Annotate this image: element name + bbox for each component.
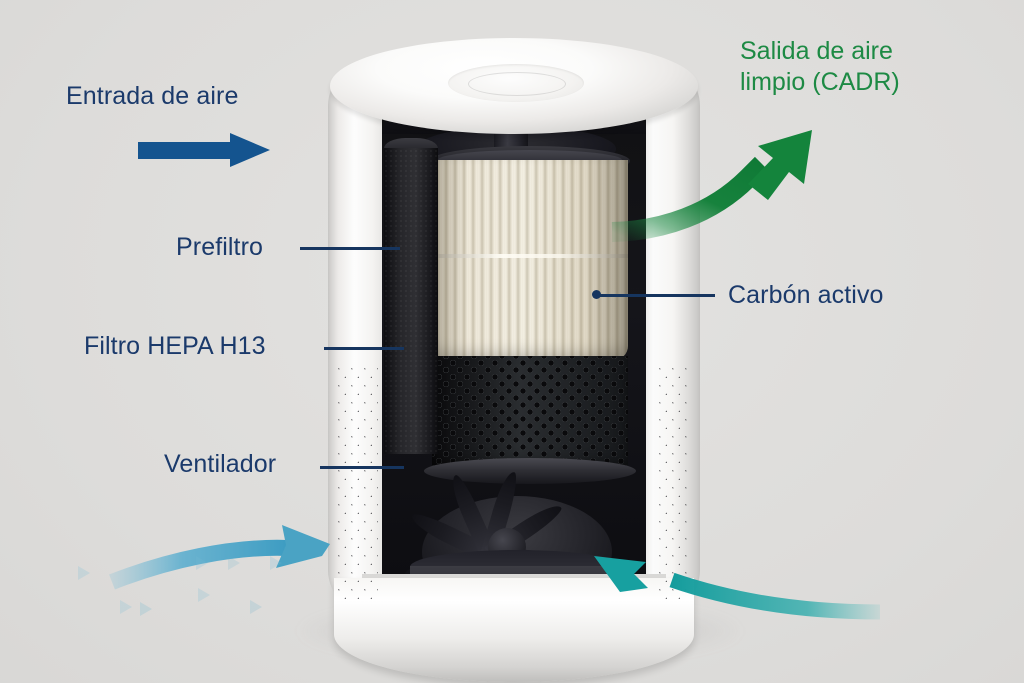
prefilter-layer [384,148,438,454]
label-air-inlet: Entrada de aire [66,82,239,110]
particle-triangle [198,588,210,602]
leader-line-fan [320,466,404,469]
particle-triangle [196,556,208,570]
leader-line-prefilter [300,247,400,250]
label-clean-air-outlet: Salida de aire limpio (CADR) [740,36,900,97]
particle-triangle [250,600,262,614]
top-lid [330,38,698,150]
particle-triangle [140,602,152,616]
perforation-grid-right-offset [659,368,691,606]
carbon-layer [432,356,628,468]
particle-triangle [120,600,132,614]
hepa-mid-band [432,254,628,258]
control-panel[interactable] [448,64,584,102]
leader-line-active-carbon [597,294,715,297]
perforation-grid-left-offset [338,368,378,606]
particle-triangle [78,566,90,580]
leader-line-hepa-filter [324,347,404,350]
label-clean-air-outlet-line1: Salida de aire [740,37,893,65]
arrow-shaft [138,142,234,159]
label-fan: Ventilador [164,450,277,478]
label-prefilter: Prefiltro [176,233,264,261]
arrow-head [230,133,270,167]
teal-intake-arrow-left [109,525,330,590]
particle-triangle [228,556,240,570]
label-active-carbon: Carbón activo [728,281,884,309]
blue-inlet-arrow [138,133,270,167]
air-purifier-cutaway [328,38,700,682]
particle-triangle [270,556,282,570]
base-ring [334,578,694,682]
label-clean-air-outlet-line2: limpio (CADR) [740,67,900,96]
hepa-layer [432,160,628,360]
label-hepa-filter: Filtro HEPA H13 [84,332,266,360]
leader-dot-active-carbon [592,290,601,299]
